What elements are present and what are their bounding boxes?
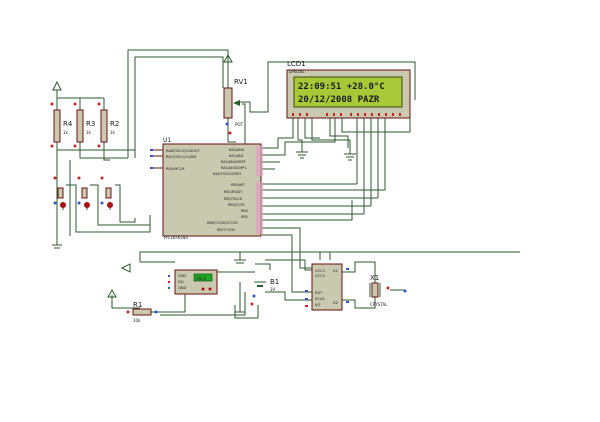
crystal-ref: X1 (370, 274, 379, 282)
power-arrow-icon (120, 263, 131, 273)
microcontroller[interactable]: U1 PIC16F628A RA6/OSC2/CLKOUT RA7/OSC1/C… (150, 137, 263, 240)
power-arrow-icon (52, 80, 62, 91)
svg-text:SCLK: SCLK (315, 296, 325, 301)
pot-label: POT (235, 122, 244, 127)
power-arrow-icon (223, 53, 233, 63)
lcd-pin-markers (292, 113, 401, 116)
r3-val: 1k (86, 130, 92, 135)
svg-text:RB3/CCP1: RB3/CCP1 (228, 203, 245, 207)
lcd-line-2: 20/12/2008 PAZR (298, 95, 380, 105)
svg-text:X1: X1 (333, 268, 339, 273)
svg-text:RB7/T1OSI: RB7/T1OSI (217, 228, 235, 232)
push-buttons[interactable] (53, 176, 114, 209)
r2-ref: R2 (110, 120, 119, 128)
svg-text:RA3/AN3/CMP1: RA3/AN3/CMP1 (221, 166, 247, 170)
svg-text:RA5/MCLR: RA5/MCLR (166, 167, 185, 171)
lcd-model: LM016L (289, 69, 305, 74)
r2-val: 1k (110, 130, 116, 135)
resistor-bank[interactable]: R4 1k R3 1k R2 1k (50, 102, 120, 148)
r1-ref: R1 (133, 301, 142, 309)
svg-text:RB0/INT: RB0/INT (231, 183, 246, 187)
r3-ref: R3 (86, 120, 95, 128)
battery-ref: B1 (270, 278, 279, 286)
r4-ref: R4 (63, 120, 73, 128)
battery-val: 3V (270, 287, 276, 292)
crystal[interactable]: X1 CRYSTAL (369, 274, 407, 307)
svg-text:RA6/OSC2/CLKOUT: RA6/OSC2/CLKOUT (166, 149, 201, 153)
ground-symbols (52, 53, 356, 313)
ground-icon (344, 153, 356, 161)
svg-text:RB1/RX/DT: RB1/RX/DT (224, 190, 243, 194)
svg-text:RB4: RB4 (241, 209, 248, 213)
svg-text:VDD: VDD (178, 274, 186, 278)
crystal-label: CRYSTAL (370, 302, 388, 307)
svg-text:DQ: DQ (178, 280, 184, 284)
lcd-screen (293, 76, 403, 108)
r4-val: 1k (63, 130, 69, 135)
power-arrow-icon (107, 288, 117, 298)
svg-text:RA7/OSC1/CLKIN: RA7/OSC1/CLKIN (166, 155, 196, 159)
svg-text:RA2/AN2/VREF: RA2/AN2/VREF (221, 160, 246, 164)
potentiometer[interactable]: RV1 POT (223, 78, 248, 135)
svg-text:RB2/TX/CK: RB2/TX/CK (224, 197, 243, 201)
resistor-r1[interactable]: R1 10k (126, 301, 158, 323)
button-right[interactable] (100, 176, 114, 209)
pot-ref: RV1 (234, 78, 248, 86)
svg-text:RA4/T0CKI/CMP2: RA4/T0CKI/CMP2 (213, 172, 241, 176)
temperature-sensor[interactable]: 28.0 VDD DQ GND (168, 269, 218, 295)
battery[interactable]: B1 3V (250, 278, 280, 306)
svg-text:GND: GND (178, 286, 186, 290)
ground-icon (52, 244, 62, 249)
svg-text:VCC1: VCC1 (315, 268, 326, 273)
mcu-part: PIC16F628A (164, 235, 188, 240)
svg-text:RA0/AN0: RA0/AN0 (229, 148, 244, 152)
rtc-chip[interactable]: VCC1 VCC2 RST SCLK I/O X1 X2 (305, 263, 349, 311)
mcu-left-pins: RA6/OSC2/CLKOUT RA7/OSC1/CLKIN RA5/MCLR (150, 149, 201, 171)
svg-text:X2: X2 (333, 300, 339, 305)
lcd-module[interactable]: 22:09:51 +28.0°C 20/12/2008 PAZR LCD1 LM… (286, 60, 411, 119)
mcu-right-pins: RA0/AN0 RA1/AN1 RA2/AN2/VREF RA3/AN3/CMP… (207, 146, 263, 234)
button-middle[interactable] (77, 176, 91, 209)
svg-text:RA1/AN1: RA1/AN1 (229, 154, 244, 158)
svg-text:RB5: RB5 (241, 215, 248, 219)
svg-text:RST: RST (315, 290, 323, 295)
svg-text:RB6/T1OSO/T1CKI: RB6/T1OSO/T1CKI (207, 221, 238, 225)
mcu-ref: U1 (163, 137, 171, 144)
svg-text:VCC2: VCC2 (315, 273, 326, 278)
sensor-display: 28.0 (196, 276, 206, 282)
wires (56, 49, 520, 319)
r1-val: 10k (133, 318, 141, 323)
button-left[interactable] (53, 176, 67, 209)
lcd-ref: LCD1 (287, 60, 306, 68)
ground-icon (234, 259, 246, 264)
lcd-line-1: 22:09:51 +28.0°C (298, 82, 385, 92)
ground-icon (296, 151, 308, 159)
svg-text:I/O: I/O (315, 302, 320, 307)
